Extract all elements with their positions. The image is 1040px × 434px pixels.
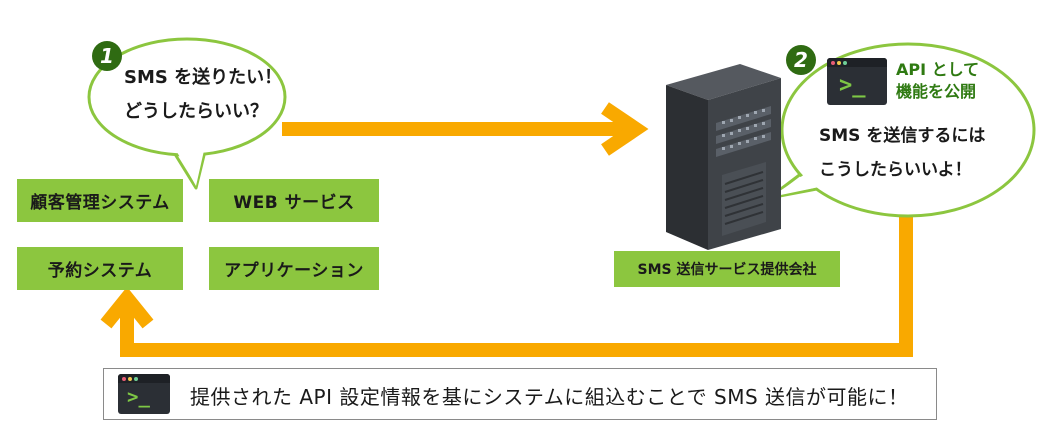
step-1-number: 1 — [100, 44, 114, 68]
system-application: アプリケーション — [209, 247, 379, 290]
server-icon — [666, 64, 781, 250]
summary-text: 提供された API 設定情報を基にシステムに組込むことで SMS 送信が可能に！ — [190, 385, 909, 409]
company-label: SMS 送信サービス提供会社 — [614, 251, 840, 287]
bubble-1-line-1: SMS を送りたい！ — [124, 67, 283, 88]
api-label: API として 機能を公開 — [896, 59, 979, 103]
bubble-2-text: SMS を送信するには こうしたらいいよ！ — [819, 119, 985, 187]
step-2-number: 2 — [794, 48, 808, 72]
step-2-badge: 2 — [786, 45, 816, 75]
speech-bubble-1 — [87, 37, 287, 190]
bubble-2-line-1: SMS を送信するには — [819, 126, 986, 146]
system-crm-label: 顧客管理システム — [30, 193, 170, 213]
arrow-return — [100, 212, 913, 357]
system-application-label: アプリケーション — [224, 261, 364, 281]
terminal-icon: >_ — [118, 374, 170, 414]
system-crm: 顧客管理システム — [17, 179, 183, 222]
step-1-badge: 1 — [92, 41, 122, 71]
bubble-1-text: SMS を送りたい！ どうしたらいい？ — [124, 61, 282, 129]
system-reservation: 予約システム — [17, 247, 183, 290]
system-reservation-label: 予約システム — [47, 261, 153, 281]
api-label-line-2: 機能を公開 — [896, 82, 977, 101]
company-label-text: SMS 送信サービス提供会社 — [637, 262, 817, 278]
system-web-service-label: WEB サービス — [233, 193, 355, 213]
bubble-1-line-2: どうしたらいい？ — [124, 101, 268, 122]
system-web-service: WEB サービス — [209, 179, 379, 222]
bubble-2-line-2: こうしたらいいよ！ — [819, 160, 972, 180]
arrow-to-server — [282, 102, 649, 156]
api-label-line-1: API として — [896, 60, 980, 79]
summary-box — [103, 368, 937, 420]
terminal-icon: >_ — [827, 58, 887, 105]
